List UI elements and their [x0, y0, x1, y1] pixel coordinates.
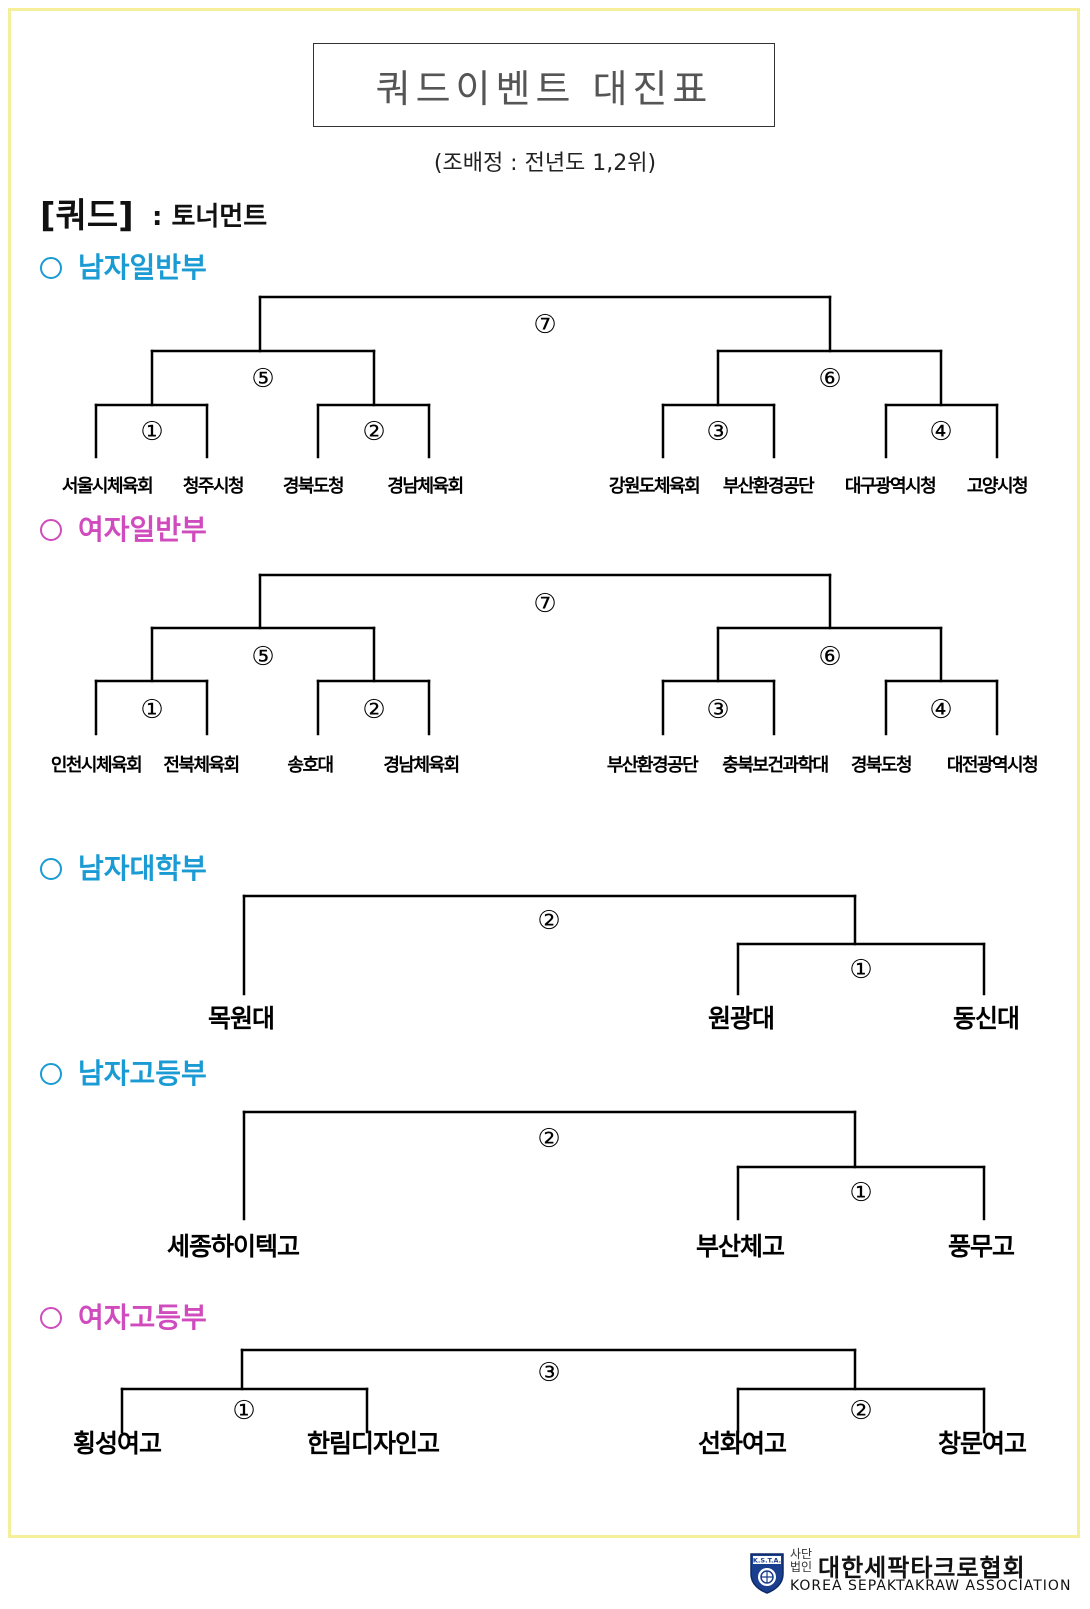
logo-text: K.S.T.A.: [753, 1557, 781, 1565]
circle-icon: [40, 1307, 62, 1329]
match-number: ①: [232, 1396, 255, 1426]
match-number: ⑦: [533, 310, 556, 340]
team-name: 원광대: [708, 1004, 774, 1033]
title-box: 쿼드이벤트 대진표: [313, 43, 775, 127]
match-number: ③: [706, 695, 729, 725]
team-name: 부산체고: [696, 1232, 785, 1261]
quad-type: : 토너먼트: [152, 202, 268, 232]
bracket-women-general: ⑦ ⑤ ⑥ ① ② ③ ④ 인천시체육회 전북체육회 송호대 경남체육회 부산환…: [51, 573, 1039, 776]
team-name: 한림디자인고: [307, 1429, 440, 1458]
team-name: 고양시청: [967, 476, 1027, 497]
bracket-men-general: ⑦ ⑤ ⑥ ① ② ③ ④ 서울시체육회 청주시청 경북도청 경남체육회 강원도…: [62, 295, 1029, 497]
team-name: 풍무고: [948, 1232, 1015, 1261]
section-women-highschool: 여자고등부: [40, 1296, 207, 1336]
match-number: ⑤: [251, 642, 274, 672]
team-name: 서울시체육회: [62, 476, 152, 497]
team-name: 목원대: [208, 1004, 274, 1033]
org-type-label: 사단법인: [790, 1547, 813, 1574]
match-number: ①: [849, 955, 872, 985]
match-number: ⑥: [818, 642, 841, 672]
team-name: 횡성여고: [73, 1429, 162, 1458]
match-number: ②: [362, 417, 385, 447]
match-number: ④: [929, 417, 952, 447]
ksta-logo-icon: K.S.T.A.: [750, 1553, 784, 1594]
subtitle: (조배정 : 전년도 1,2위): [433, 151, 657, 176]
match-number: ①: [140, 695, 163, 725]
section-label: 여자고등부: [78, 1301, 207, 1334]
circle-icon: [40, 858, 62, 880]
circle-icon: [40, 1063, 62, 1085]
team-name: 동신대: [953, 1004, 1019, 1033]
match-number: ②: [537, 906, 560, 936]
match-number: ①: [849, 1178, 872, 1208]
match-number: ②: [849, 1396, 872, 1426]
section-label: 남자일반부: [78, 251, 207, 284]
bracket-men-university: ② ① 목원대 원광대 동신대: [208, 894, 1020, 1033]
team-name: 경북도청: [283, 476, 343, 497]
org-english-name: KOREA SEPAKTAKRAW ASSOCIATION: [790, 1578, 1072, 1594]
team-name: 경남체육회: [383, 755, 458, 776]
match-number: ②: [537, 1124, 560, 1154]
team-name: 창문여고: [938, 1429, 1027, 1458]
page-title: 쿼드이벤트 대진표: [375, 66, 713, 111]
team-name: 대구광역시청: [845, 476, 935, 497]
match-number: ③: [537, 1358, 560, 1388]
match-number: ①: [140, 417, 163, 447]
team-name: 경북도청: [851, 755, 911, 776]
org-name: 대한세팍타크로협회: [818, 1554, 1026, 1582]
team-name: 선화여고: [698, 1429, 787, 1458]
team-name: 강원도체육회: [609, 476, 699, 497]
match-number: ⑥: [818, 364, 841, 394]
team-name: 충북보건과학대: [722, 754, 828, 776]
team-name: 송호대: [287, 755, 333, 776]
section-men-university: 남자대학부: [40, 847, 207, 887]
quad-label: [쿼드]: [40, 196, 134, 236]
team-name: 세종하이텍고: [167, 1232, 300, 1261]
bracket-men-highschool: ② ① 세종하이텍고 부산체고 풍무고: [167, 1110, 1016, 1261]
match-number: ④: [929, 695, 952, 725]
team-name: 부산환경공단: [607, 754, 699, 776]
section-label: 남자고등부: [78, 1057, 207, 1090]
match-number: ②: [362, 695, 385, 725]
team-name: 전북체육회: [163, 755, 238, 776]
section-men-general: 남자일반부: [40, 246, 207, 286]
match-number: ③: [706, 417, 729, 447]
section-label: 남자대학부: [78, 852, 207, 885]
bracket-women-highschool: ③ ① ② 횡성여고 한림디자인고 선화여고 창문여고: [73, 1348, 1028, 1458]
team-name: 인천시체육회: [51, 755, 141, 776]
section-women-general: 여자일반부: [40, 508, 207, 548]
section-label: 여자일반부: [78, 513, 207, 546]
team-name: 부산환경공단: [723, 475, 815, 497]
team-name: 청주시청: [183, 476, 243, 497]
team-name: 대전광역시청: [947, 755, 1037, 776]
match-number: ⑤: [251, 364, 274, 394]
circle-icon: [40, 519, 62, 541]
circle-icon: [40, 257, 62, 279]
team-name: 경남체육회: [387, 476, 462, 497]
page-frame: [8, 8, 1080, 1538]
match-number: ⑦: [533, 589, 556, 619]
section-men-highschool: 남자고등부: [40, 1052, 207, 1092]
